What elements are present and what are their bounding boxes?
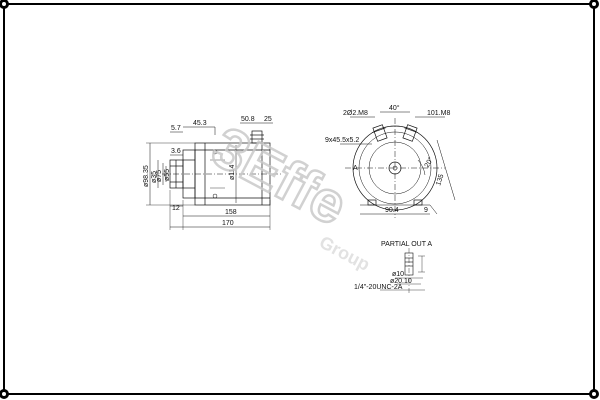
dim-12: 12 [172, 205, 180, 212]
dim-phi-20-10: ø20.10 [390, 278, 412, 285]
terminal-stud-left [372, 124, 388, 142]
label-a: A [353, 165, 358, 172]
motor-end-view [340, 111, 456, 218]
image-frame [3, 3, 595, 395]
dim-45-3: 45.3 [193, 120, 207, 127]
dim-phi-10: ø10 [392, 271, 404, 278]
dim-phi-35: ø35 [151, 171, 158, 183]
dim-50-8: 50.8 [241, 116, 255, 123]
dim-9: 9 [424, 207, 428, 214]
detail-a-view [380, 248, 425, 295]
dim-3-6: 3.6 [171, 148, 181, 155]
motor-side-view [146, 122, 282, 230]
terminal-stud-right [402, 124, 418, 142]
dim-5-7: 5.7 [171, 125, 181, 132]
corner-rivet-icon [589, 389, 599, 399]
dim-90-4: 90.4 [385, 207, 399, 214]
dim-stud-right: 101.M8 [427, 110, 450, 117]
dim-phi-98-35: ø98.35 [143, 165, 150, 187]
dim-angle-40: 40° [389, 104, 400, 112]
side-view-dimension-labels: 5.7 45.3 50.8 25 3.6 ø98.35 ø35 ø75 ø55 … [143, 116, 272, 227]
dim-slot: 9x45.5x5.2 [325, 137, 359, 144]
thread-spec: 1/4"-20UNC-2A [354, 284, 403, 291]
dim-135: 135 [435, 173, 445, 186]
dim-stud-left: 2Ø2.M8 [343, 110, 368, 117]
corner-rivet-icon [589, 0, 599, 9]
dim-phi-114: ø114 [229, 164, 236, 180]
dim-angle-20: 20° [423, 156, 435, 169]
corner-rivet-icon [0, 0, 9, 9]
dim-158: 158 [225, 209, 237, 216]
dim-phi-55: ø55 [164, 169, 171, 181]
dim-25: 25 [264, 116, 272, 123]
watermark-sub: Group [316, 232, 373, 275]
detail-title: PARTIAL OUT A [381, 241, 432, 248]
corner-rivet-icon [0, 389, 9, 399]
dim-170: 170 [222, 220, 234, 227]
terminal-stud [251, 130, 263, 144]
dim-phi-75: ø75 [156, 170, 163, 182]
detail-a-labels: PARTIAL OUT A ø10 ø20.10 1/4"-20UNC-2A [354, 241, 432, 291]
